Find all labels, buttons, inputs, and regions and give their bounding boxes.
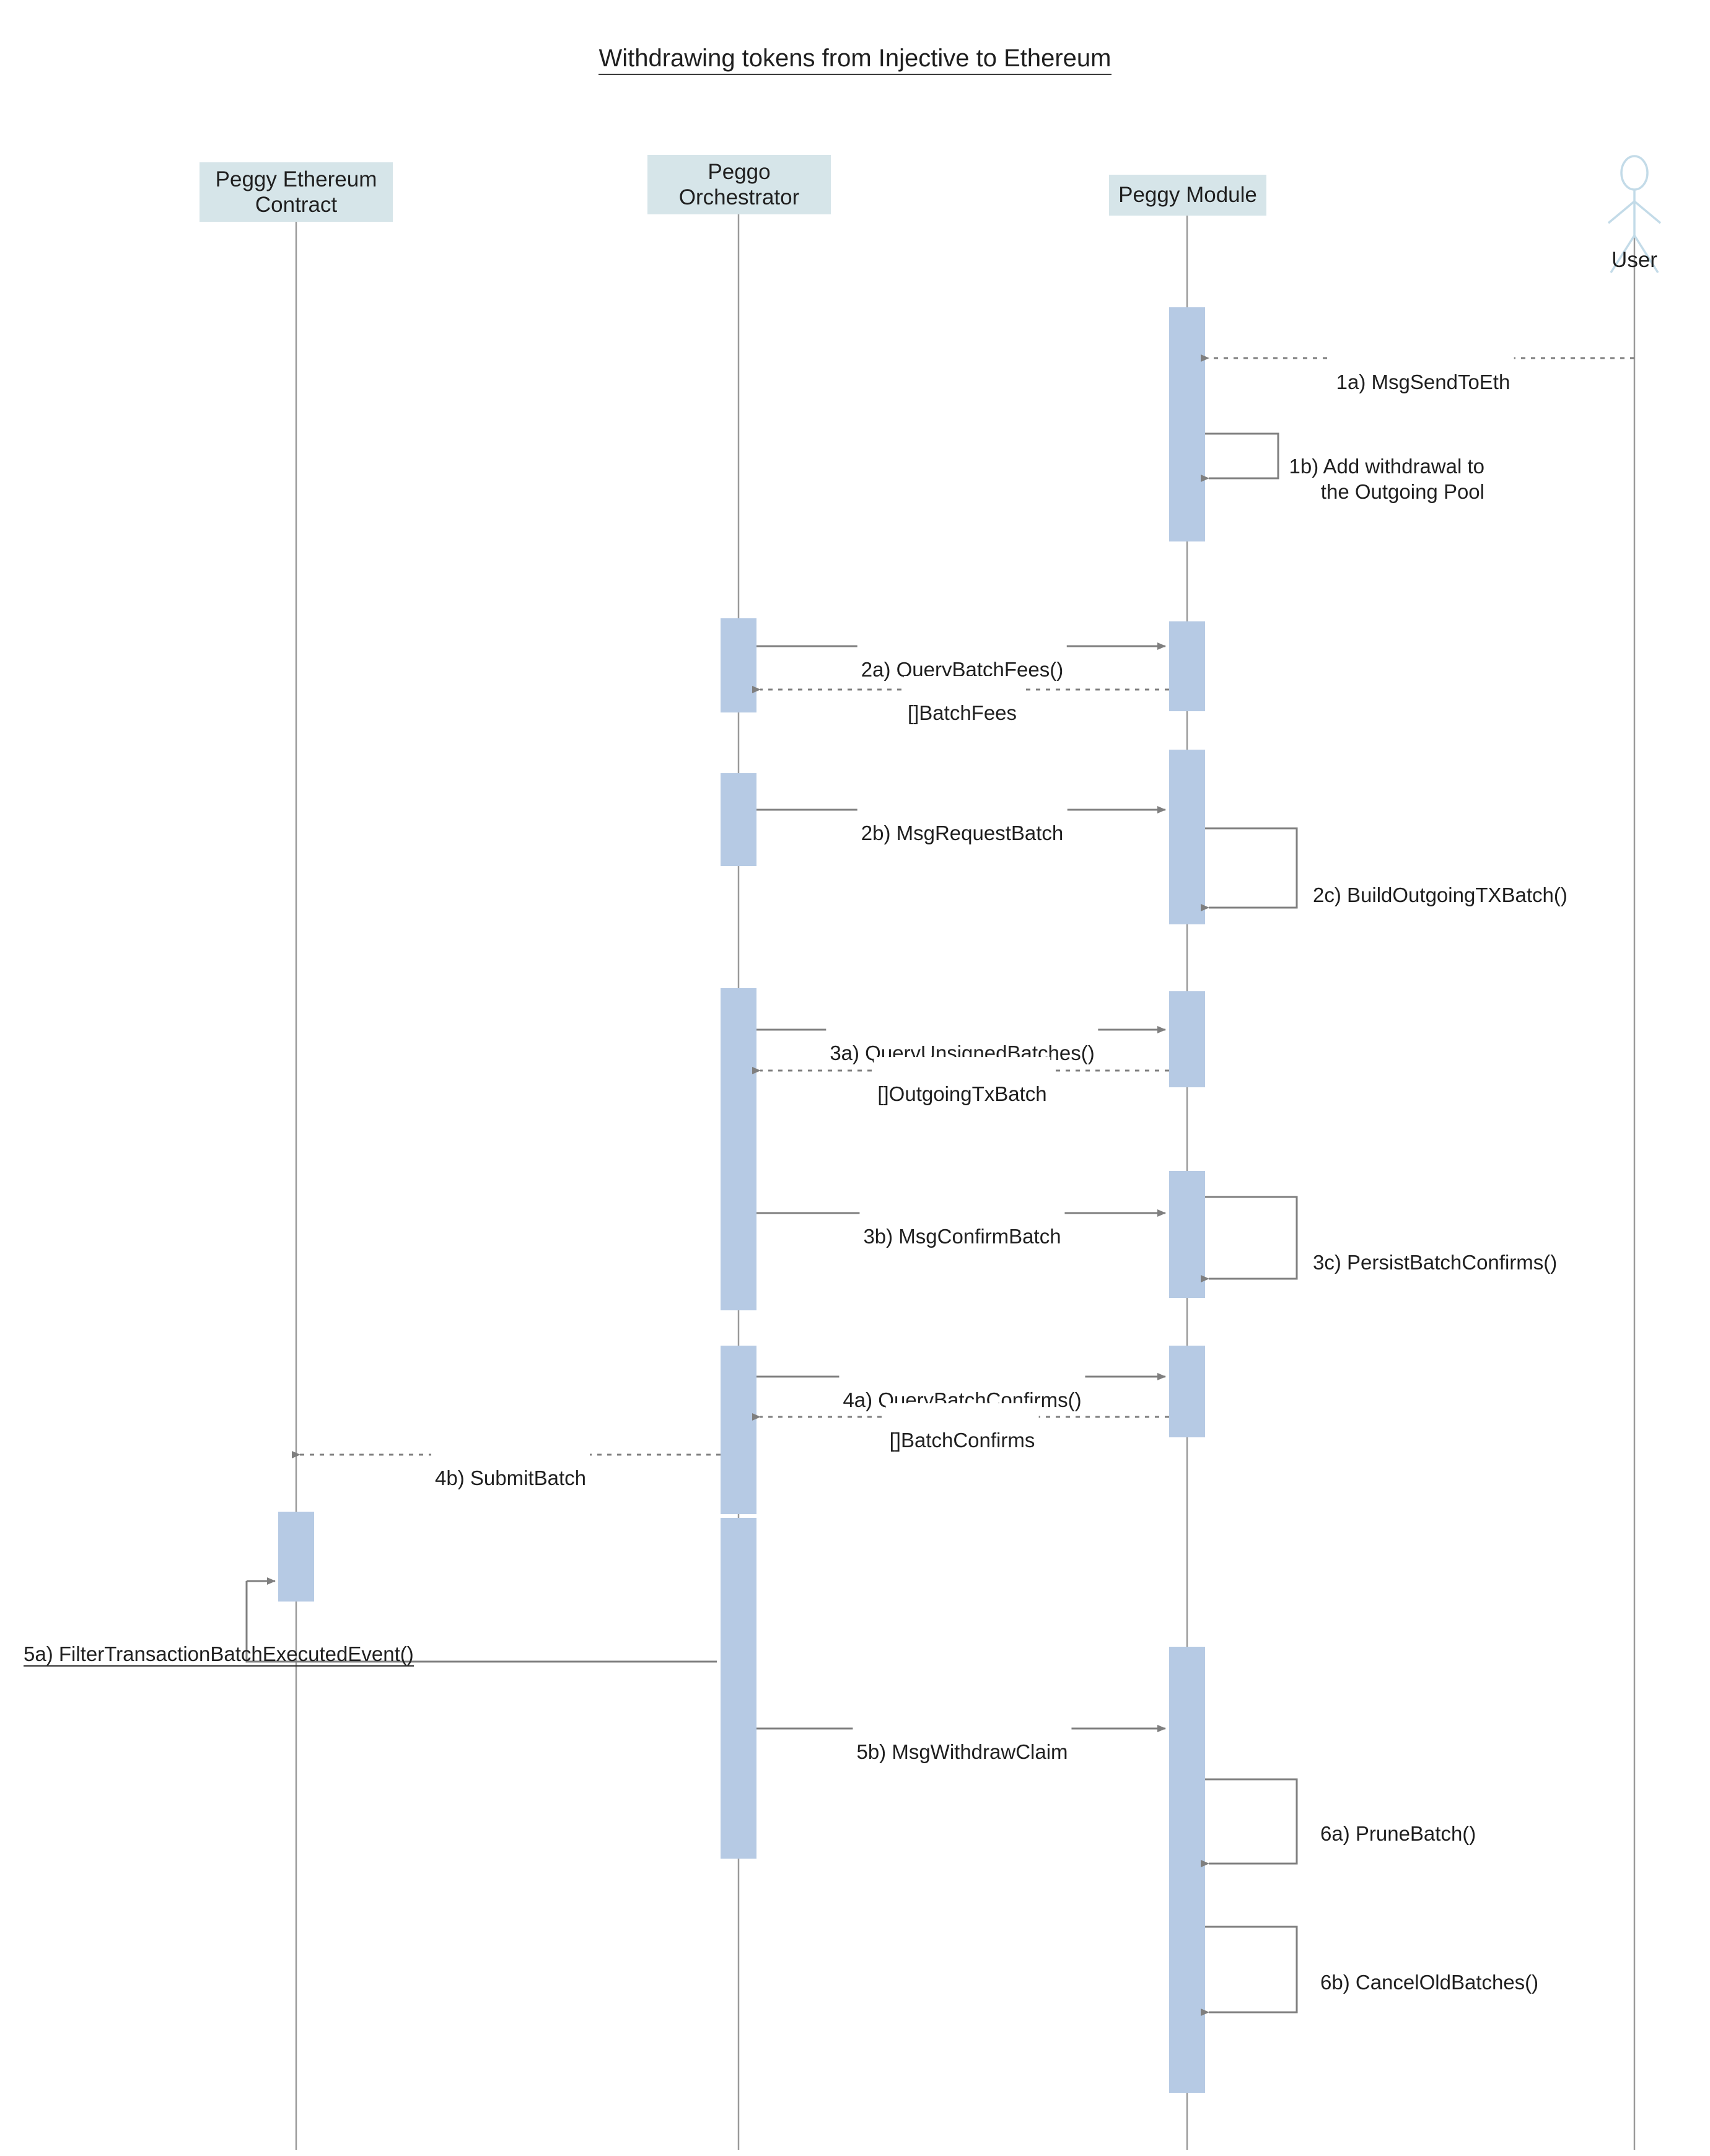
message-text-2c: 2c) BuildOutgoingTXBatch() — [1313, 883, 1568, 907]
activation-module-7 — [1169, 1647, 1205, 2093]
arrow-2c-self — [1201, 827, 1298, 911]
message-label-5b: 5b) MsgWithdrawClaim — [853, 1715, 1072, 1765]
activation-module-6 — [1169, 1346, 1205, 1437]
message-text-3b: 3b) MsgConfirmBatch — [863, 1225, 1061, 1248]
message-label-3b: 3b) MsgConfirmBatch — [859, 1199, 1065, 1250]
message-label-4b: 4b) SubmitBatch — [431, 1441, 590, 1491]
activation-bars — [278, 307, 1205, 2093]
message-label-3a: 3a) QueryUnsignedBatches() — [826, 1016, 1098, 1066]
activation-orchestrator-3 — [721, 988, 756, 1310]
activation-orchestrator-5 — [721, 1518, 756, 1859]
actor-user-figure — [1607, 155, 1662, 273]
message-arrows — [245, 354, 1634, 2016]
activation-orchestrator-1 — [721, 618, 756, 712]
lifelines — [295, 214, 1636, 2150]
message-label-3-return: []OutgoingTxBatch — [874, 1057, 1051, 1107]
message-label-2b: 2b) MsgRequestBatch — [857, 796, 1068, 846]
participant-label-contract: Peggy Ethereum Contract — [215, 167, 377, 217]
message-label-3c: 3c) PersistBatchConfirms() — [1309, 1225, 1561, 1276]
message-text-4b: 4b) SubmitBatch — [435, 1466, 586, 1490]
activation-module-2 — [1169, 621, 1205, 711]
activation-orchestrator-4 — [721, 1346, 756, 1514]
activation-module-5 — [1169, 1171, 1205, 1298]
participant-label-module: Peggy Module — [1118, 183, 1257, 208]
arrow-1b-self — [1201, 432, 1279, 482]
page-title-text: Withdrawing tokens from Injective to Eth… — [598, 45, 1112, 75]
message-text-2b: 2b) MsgRequestBatch — [861, 822, 1064, 845]
activation-orchestrator-2 — [721, 773, 756, 866]
message-label-4-return: []BatchConfirms — [885, 1403, 1039, 1453]
arrow-3c-self — [1201, 1196, 1298, 1282]
message-label-2c: 2c) BuildOutgoingTXBatch() — [1309, 858, 1571, 908]
message-text-4-return: []BatchConfirms — [889, 1429, 1035, 1452]
activation-contract-1 — [278, 1512, 314, 1602]
message-text-5b: 5b) MsgWithdrawClaim — [856, 1740, 1068, 1764]
message-text-1b: 1b) Add withdrawal to the Outgoing Pool — [1289, 455, 1484, 503]
message-text-1a: 1a) MsgSendToEth — [1336, 370, 1510, 394]
message-text-6b: 6b) CancelOldBatches() — [1320, 1971, 1539, 1994]
participant-label-orchestrator: Peggo Orchestrator — [678, 159, 800, 209]
message-label-5a: 5a) FilterTransactionBatchExecutedEvent(… — [24, 1617, 414, 1667]
arrow-6b-self — [1201, 1926, 1298, 2016]
message-text-5a: 5a) FilterTransactionBatchExecutedEvent(… — [24, 1642, 414, 1667]
activation-module-4 — [1169, 991, 1205, 1087]
participant-peggy-module[interactable]: Peggy Module — [1109, 175, 1266, 216]
page-title: Withdrawing tokens from Injective to Eth… — [0, 45, 1710, 75]
participant-peggo-orchestrator[interactable]: Peggo Orchestrator — [647, 155, 831, 214]
activation-module-1 — [1169, 307, 1205, 541]
activation-module-3 — [1169, 750, 1205, 924]
arrow-5a-route — [245, 1581, 717, 1663]
participant-user-label[interactable]: User — [1572, 248, 1696, 273]
message-text-3c: 3c) PersistBatchConfirms() — [1313, 1251, 1558, 1274]
message-label-1b: 1b) Add withdrawal to the Outgoing Pool — [1285, 429, 1488, 504]
participant-peggy-ethereum-contract[interactable]: Peggy Ethereum Contract — [200, 162, 393, 222]
message-text-3-return: []OutgoingTxBatch — [877, 1082, 1047, 1106]
arrow-6a-self — [1201, 1778, 1298, 1867]
message-text-6a: 6a) PruneBatch() — [1320, 1822, 1476, 1846]
message-label-2-return: []BatchFees — [903, 676, 1021, 726]
message-label-6b: 6b) CancelOldBatches() — [1317, 1945, 1543, 1996]
actor-label-text: User — [1611, 248, 1657, 272]
message-label-6a: 6a) PruneBatch() — [1317, 1797, 1480, 1847]
message-text-2-return: []BatchFees — [907, 701, 1017, 725]
message-label-2a: 2a) QueryBatchFees() — [857, 633, 1068, 683]
message-label-1a: 1a) MsgSendToEth — [1332, 345, 1514, 395]
